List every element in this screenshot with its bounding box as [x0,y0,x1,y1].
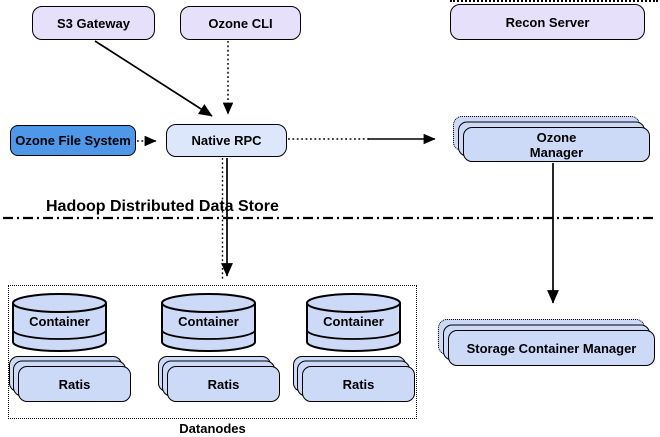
node-native-rpc: Native RPC [166,124,287,157]
container-cylinder-3 [306,293,401,352]
stack-ozone-manager: Ozone Manager [453,116,650,162]
datanodes-label: Datanodes [179,421,246,436]
stack-ratis-1: Ratis [9,356,131,402]
container-label-2: Container [178,314,239,329]
ozone-manager-label-line1: Ozone [536,129,577,145]
ratis-3-front: Ratis [302,366,415,402]
container-label-1: Container [29,314,90,329]
ratis-2-label: Ratis [207,376,240,392]
arrow-s3gateway-to-nativerpc [94,40,213,117]
datanodes-region [8,285,417,419]
ratis-1-label: Ratis [58,376,91,392]
node-s3-gateway: S3 Gateway [32,6,155,40]
node-ozone-cli: Ozone CLI [180,6,301,40]
ratis-1-front: Ratis [18,366,131,402]
node-ozone-file-system: Ozone File System [10,125,136,156]
ozone-manager-front: Ozone Manager [463,127,650,162]
node-recon-server: Recon Server [450,4,645,40]
container-label-3: Container [323,314,384,329]
ozone-manager-label-line2: Manager [529,144,584,160]
scm-front: Storage Container Manager [448,330,655,366]
scm-label: Storage Container Manager [466,340,637,356]
recon-server-dotted-edge [450,0,658,2]
ratis-3-label: Ratis [342,376,375,392]
ratis-2-front: Ratis [167,366,280,402]
stack-ratis-3: Ratis [293,356,415,402]
container-cylinder-2 [161,293,256,352]
stack-storage-container-manager: Storage Container Manager [438,319,655,366]
hdds-divider-label: Hadoop Distributed Data Store [46,198,279,215]
stack-ratis-2: Ratis [158,356,280,402]
container-cylinder-1 [12,293,107,352]
